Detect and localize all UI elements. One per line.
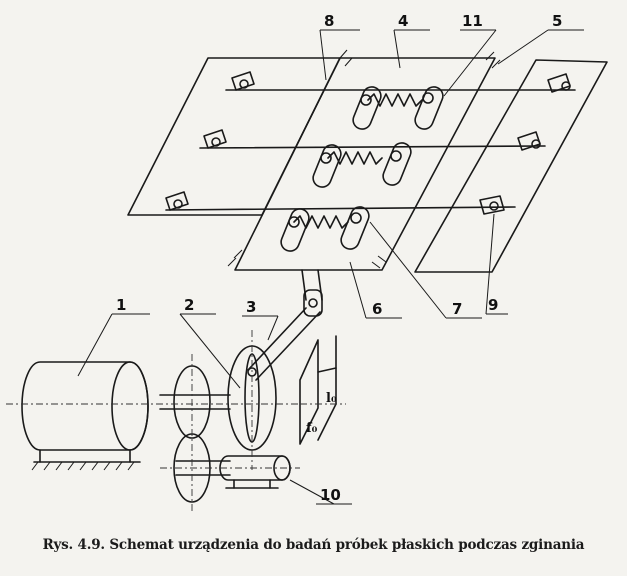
guide-links: [280, 86, 444, 252]
figure-caption: Rys. 4.9. Schemat urządzenia do badań pr…: [42, 537, 585, 553]
specimen-grips: [165, 71, 571, 215]
symbol-f0: f₀: [306, 421, 318, 436]
clamp-hatching: [227, 49, 501, 269]
right-plate: [414, 59, 608, 273]
label-2: 2: [184, 296, 194, 314]
label-5: 5: [552, 12, 562, 30]
drive-link: [301, 269, 323, 317]
label-11: 11: [462, 12, 483, 30]
symbol-l0: l₀: [326, 391, 337, 406]
motor-base-hatch: [31, 461, 135, 471]
label-4: 4: [398, 12, 408, 30]
label-1: 1: [116, 296, 126, 314]
centre-lines: [6, 330, 346, 512]
motor: [21, 361, 149, 463]
centre-plate: [234, 57, 496, 271]
label-7: 7: [452, 300, 462, 318]
label-6: 6: [372, 300, 382, 318]
gears: [159, 365, 231, 503]
connecting-rod: [247, 307, 321, 381]
label-10: 10: [320, 486, 341, 504]
label-9: 9: [488, 296, 498, 314]
label-3: 3: [246, 298, 256, 316]
label-8: 8: [324, 12, 334, 30]
specimen-rods: [165, 89, 576, 211]
leader-lines: [77, 29, 584, 505]
springs: [293, 93, 423, 229]
